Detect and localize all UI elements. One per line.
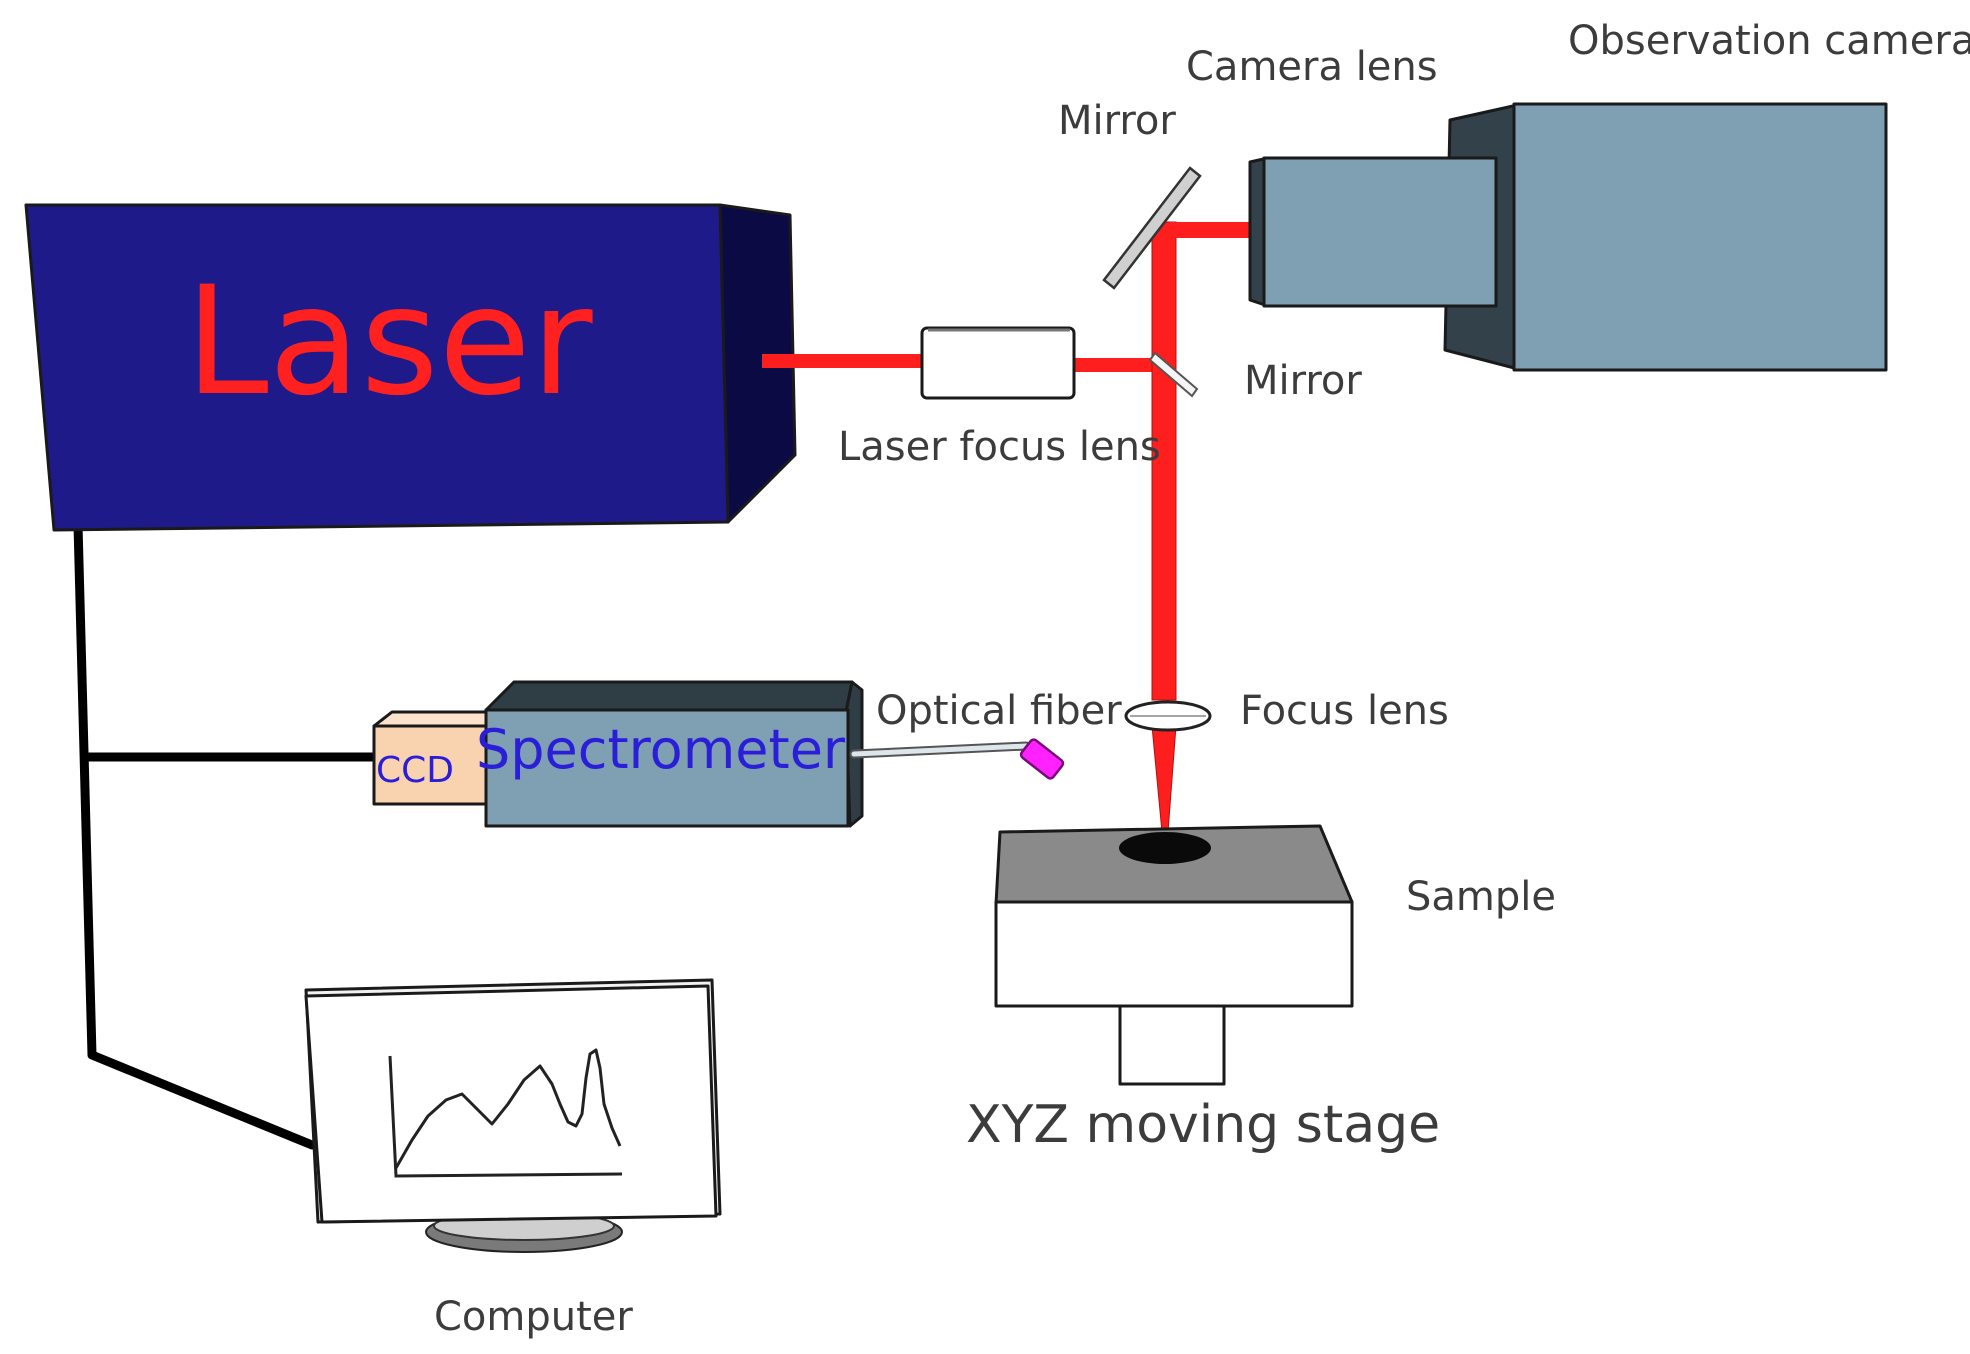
labels: Observation camera Camera lens Mirror Mi… bbox=[434, 18, 1970, 1340]
laser-unit: Laser bbox=[24, 203, 797, 532]
label-sample: Sample bbox=[1406, 874, 1556, 920]
laser-front-face bbox=[24, 203, 730, 532]
label-xyz-stage: XYZ moving stage bbox=[966, 1095, 1440, 1155]
label-focus-lens: Focus lens bbox=[1240, 688, 1449, 734]
label-observation-camera: Observation camera bbox=[1568, 18, 1970, 64]
monitor-screen bbox=[304, 984, 718, 1224]
sample bbox=[1119, 832, 1211, 864]
beam-path bbox=[762, 221, 1256, 833]
mirror-right-plate bbox=[1148, 351, 1199, 398]
camera-body bbox=[1512, 102, 1888, 372]
beam-focus-cone bbox=[1151, 725, 1177, 833]
beam-to-mirror bbox=[1072, 358, 1156, 372]
computer bbox=[304, 978, 722, 1253]
mirror-top-plate bbox=[1102, 166, 1202, 290]
laser-focus-lens-body bbox=[920, 326, 1076, 400]
label-camera-lens: Camera lens bbox=[1186, 44, 1438, 90]
label-computer: Computer bbox=[434, 1294, 633, 1340]
spectrometer-top bbox=[484, 680, 854, 714]
beam-vertical bbox=[1151, 221, 1177, 701]
spectrometer-body bbox=[484, 708, 850, 828]
cable-laser-to-computer bbox=[73, 520, 317, 1150]
focus-lens bbox=[1124, 700, 1212, 732]
ccd-label: CCD bbox=[376, 750, 454, 791]
xyz-stage bbox=[994, 824, 1354, 1086]
observation-camera bbox=[1248, 102, 1888, 372]
label-mirror-top: Mirror bbox=[1058, 98, 1176, 144]
laser-label: Laser bbox=[185, 255, 593, 429]
cables bbox=[73, 520, 379, 1150]
beam-to-camera bbox=[1170, 222, 1256, 238]
laser-focus-lens bbox=[920, 326, 1076, 400]
stage-body bbox=[994, 900, 1354, 1008]
optical-fiber-tip bbox=[1019, 738, 1065, 780]
mirror-right bbox=[1148, 351, 1199, 398]
spectrum-curve bbox=[394, 1048, 622, 1169]
mirror-top bbox=[1102, 166, 1202, 290]
spectrometer-unit: CCD Spectrometer bbox=[372, 680, 1065, 828]
spectrometer-label: Spectrometer bbox=[476, 718, 846, 781]
label-mirror-right: Mirror bbox=[1244, 358, 1362, 404]
stage-post bbox=[1118, 1002, 1226, 1086]
label-optical-fiber: Optical fiber bbox=[876, 688, 1122, 734]
camera-lens-body bbox=[1262, 156, 1498, 308]
spectrum-axes bbox=[388, 1055, 623, 1178]
label-laser-focus-lens: Laser focus lens bbox=[838, 424, 1161, 470]
beam-laser-out bbox=[762, 354, 922, 368]
optical-fiber-highlight bbox=[851, 743, 1029, 757]
